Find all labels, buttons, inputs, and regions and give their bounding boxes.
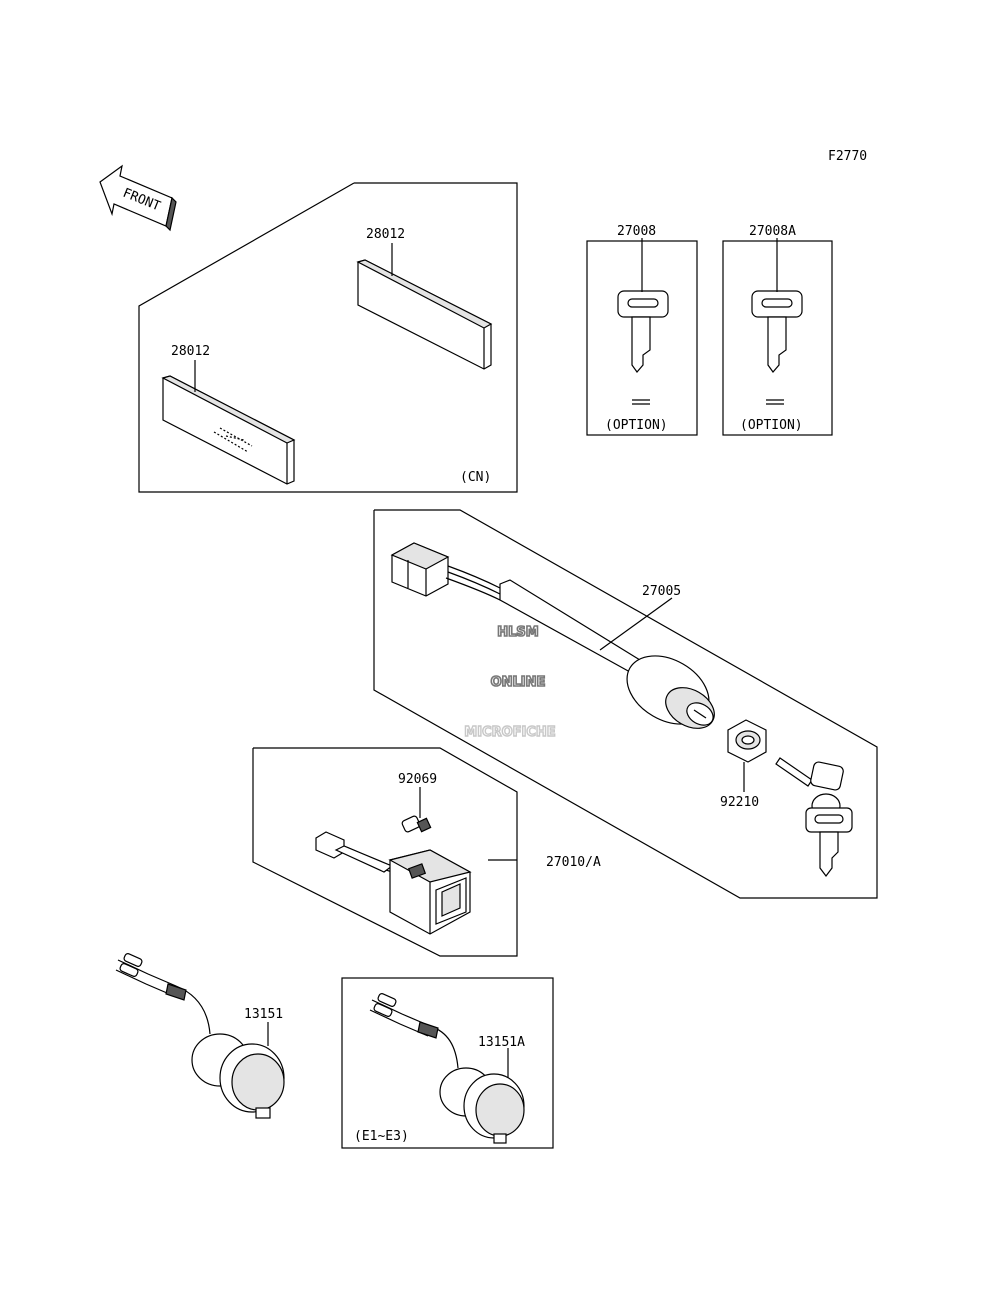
watermark-line-1: HLSM xyxy=(497,625,538,640)
part-label-27005: 27005 xyxy=(642,584,681,599)
ignition-switch-assembly xyxy=(390,542,715,729)
part-label-27010a: 27010/A xyxy=(546,855,601,870)
key-blank-27008 xyxy=(617,290,669,405)
option-note-1: (OPTION) xyxy=(605,418,668,433)
bulb-92069 xyxy=(401,815,432,833)
part-label-27008a: 27008A xyxy=(749,224,796,239)
socket-13151 xyxy=(115,953,285,1119)
socket-13151a xyxy=(369,993,525,1144)
socket-13151a-group-box: (E1~E3) xyxy=(341,977,554,1149)
reflector-lower xyxy=(161,375,296,485)
reflector-group-box: (CN) xyxy=(138,182,518,493)
reflector-upper xyxy=(356,259,493,370)
option-note-2: (OPTION) xyxy=(740,418,803,433)
part-label-92210: 92210 xyxy=(720,795,759,810)
ignition-keys xyxy=(775,757,853,877)
part-label-28012-upper: 28012 xyxy=(366,227,405,242)
key-blank-27008a xyxy=(751,290,803,405)
watermark-line-3: MICROFICHE xyxy=(464,725,555,740)
ignition-switch-group-box xyxy=(373,509,878,899)
watermark: HLSM ONLINE MICROFICHE xyxy=(464,624,557,741)
figure-code: F2770 xyxy=(828,149,867,164)
lamp-switch-group-box xyxy=(252,747,518,957)
e1-e3-note: (E1~E3) xyxy=(354,1129,409,1144)
part-label-28012-lower: 28012 xyxy=(171,344,210,359)
part-label-13151: 13151 xyxy=(244,1007,283,1022)
watermark-line-2: ONLINE xyxy=(491,675,546,690)
part-label-92069: 92069 xyxy=(398,772,437,787)
front-arrow-icon: FRONT xyxy=(99,164,177,232)
nut-92210 xyxy=(727,719,767,763)
lamp-switch-27010a xyxy=(315,831,472,935)
part-label-13151a: 13151A xyxy=(478,1035,525,1050)
cn-note: (CN) xyxy=(460,470,491,485)
part-label-27008: 27008 xyxy=(617,224,656,239)
